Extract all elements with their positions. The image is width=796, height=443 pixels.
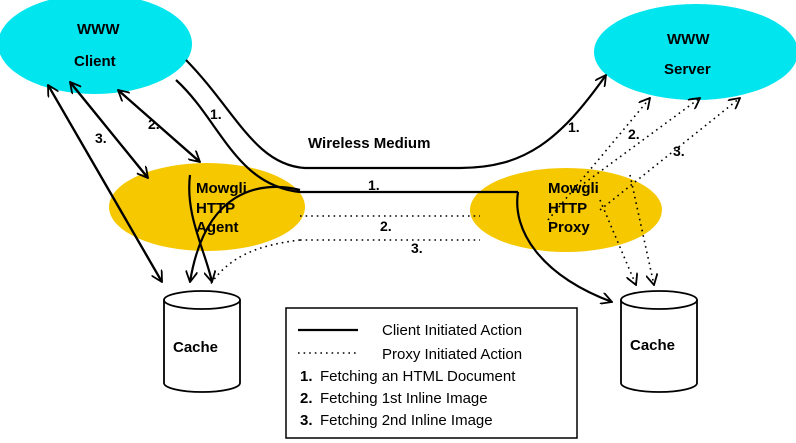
step-label-mid-2: 2. — [380, 218, 392, 234]
client-label-line2: Client — [74, 53, 116, 70]
legend-item-3-text: Fetching 2nd Inline Image — [320, 412, 493, 429]
server-label-line2: Server — [664, 61, 711, 78]
legend-item-3-num: 3. — [300, 412, 313, 429]
proxy-label-line1: Mowgli — [548, 180, 599, 197]
wireless-link-lower — [175, 79, 518, 194]
step-label-right-1: 1. — [568, 119, 580, 135]
wireless-link-upper — [185, 59, 606, 170]
left-cache-label: Cache — [173, 339, 218, 356]
step-label-left-2: 2. — [148, 116, 160, 132]
server-label-line1: WWW — [667, 31, 710, 48]
client-agent-link-3-back — [47, 85, 163, 283]
client-label-line1: WWW — [77, 21, 120, 38]
agent-label-line3: Agent — [196, 219, 239, 236]
agent-to-left-cache-a — [190, 185, 301, 282]
right-cache-cylinder — [620, 290, 698, 393]
agent-to-left-cache-b — [188, 174, 212, 282]
agent-label-line2: HTTP — [196, 200, 235, 217]
step-label-mid-1: 1. — [368, 177, 380, 193]
step-label-right-3: 3. — [673, 143, 685, 159]
left-cache-cylinder — [163, 290, 241, 393]
step-label-left-1: 1. — [210, 106, 222, 122]
legend-item-2-num: 2. — [300, 390, 313, 407]
proxy-cache-dotted-a — [599, 199, 636, 285]
proxy-server-dotted-c — [599, 98, 740, 211]
legend-item-1-text: Fetching an HTML Document — [320, 368, 516, 385]
step-label-right-2: 2. — [628, 126, 640, 142]
step-label-mid-3: 3. — [411, 240, 423, 256]
proxy-server-dotted-b — [574, 98, 700, 191]
right-cache-label: Cache — [630, 337, 675, 354]
proxy-label-line3: Proxy — [548, 219, 590, 236]
legend-solid-label: Client Initiated Action — [382, 322, 522, 339]
proxy-label-line2: HTTP — [548, 200, 587, 217]
mowgli-agent-node — [109, 163, 305, 251]
legend-item-2-text: Fetching 1st Inline Image — [320, 390, 488, 407]
proxy-cache-dotted-b — [629, 174, 654, 285]
www-client-node — [0, 0, 192, 94]
proxy-server-dotted-a — [547, 98, 650, 221]
client-agent-link-2-back — [118, 90, 201, 163]
www-server-node — [594, 4, 796, 100]
legend-dotted-label: Proxy Initiated Action — [382, 346, 522, 363]
wireless-medium-label: Wireless Medium — [308, 135, 430, 152]
step-label-left-3: 3. — [95, 130, 107, 146]
agent-to-left-cache-dotted — [209, 239, 301, 286]
agent-label-line1: Mowgli — [196, 180, 247, 197]
proxy-to-right-cache — [516, 191, 612, 302]
legend-item-1-num: 1. — [300, 368, 313, 385]
client-agent-link-1-back — [70, 82, 149, 179]
mowgli-proxy-node — [470, 168, 662, 252]
